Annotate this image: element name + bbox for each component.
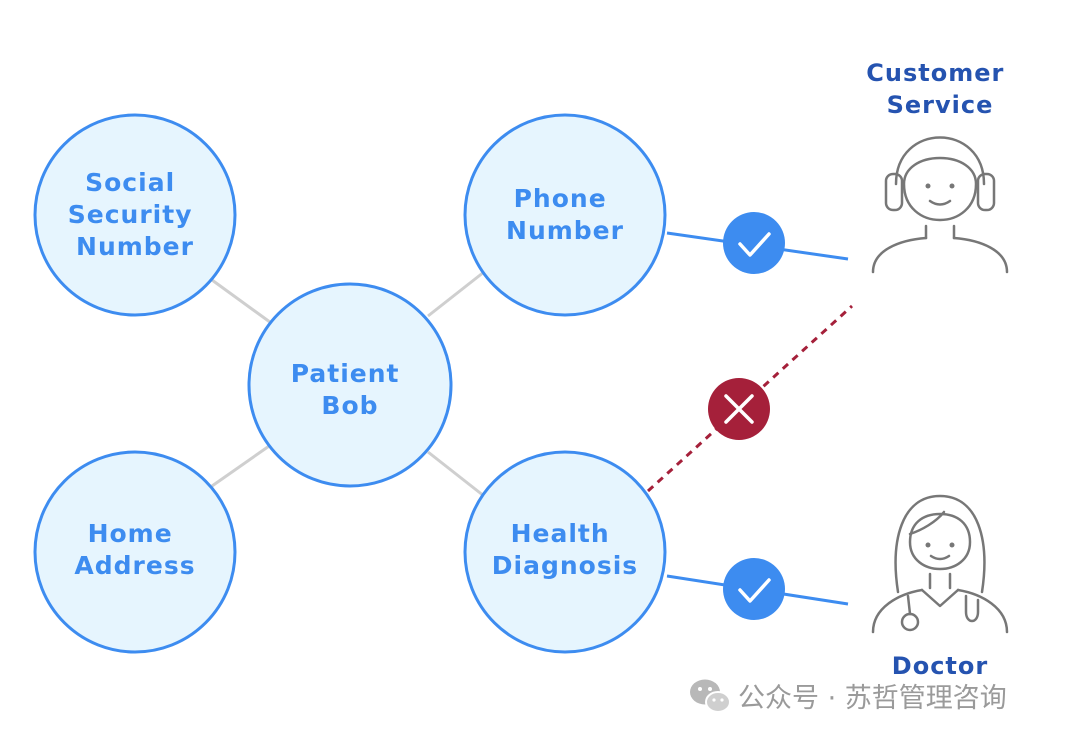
connector-patient-phone	[427, 270, 485, 318]
allowed-check-icon	[723, 212, 785, 274]
node-label-line: Patient	[291, 359, 400, 388]
customer-service-agent-icon	[871, 136, 1009, 274]
patient-connectors	[211, 270, 485, 498]
watermark-text: 公众号 · 苏哲管理咨询	[738, 683, 1007, 714]
node-circle	[463, 113, 667, 317]
node-label-line: Social	[85, 168, 175, 197]
node-label-line: Phone	[514, 184, 607, 213]
connector-patient-address	[211, 442, 273, 488]
node-patient-bob: Patient Bob	[247, 282, 453, 488]
person-label-line: Customer	[866, 59, 1004, 87]
node-label-line: Health	[511, 519, 610, 548]
person-label-line: Service	[887, 91, 994, 119]
node-label: Home Address	[74, 519, 195, 580]
doctor-icon	[871, 494, 1009, 634]
watermark: 公众号 · 苏哲管理咨询	[690, 679, 1007, 714]
node-label-line: Diagnosis	[492, 551, 638, 580]
node-home-address: Home Address	[33, 450, 237, 654]
edge-health-customer-service-denied	[646, 304, 854, 493]
node-phone-number: Phone Number	[463, 113, 667, 317]
node-circle	[33, 450, 237, 654]
doctor-label: Doctor	[892, 652, 988, 680]
customer-service-label: Customer Service	[866, 59, 1013, 119]
node-circle	[463, 450, 667, 654]
node-label-line: Number	[76, 232, 194, 261]
node-social-security-number: Social Security Number	[33, 113, 237, 317]
allowed-check-icon	[723, 558, 785, 620]
connector-patient-health	[427, 450, 485, 498]
denied-x-icon	[708, 378, 770, 440]
node-label-line: Bob	[321, 391, 378, 420]
wechat-icon	[690, 679, 731, 713]
node-circle	[247, 282, 453, 488]
node-label: Patient Bob	[291, 359, 409, 420]
node-label: Health Diagnosis	[492, 519, 638, 580]
node-label-line: Security	[68, 200, 193, 229]
node-label-line: Number	[506, 216, 624, 245]
node-label-line: Home	[88, 519, 173, 548]
node-label: Phone Number	[506, 184, 624, 245]
connector-patient-ssn	[211, 278, 275, 327]
node-label: Social Security Number	[68, 168, 202, 261]
node-circle	[33, 113, 237, 317]
node-health-diagnosis: Health Diagnosis	[463, 450, 667, 654]
person-label-line: Doctor	[892, 652, 988, 680]
node-label-line: Address	[74, 551, 195, 580]
